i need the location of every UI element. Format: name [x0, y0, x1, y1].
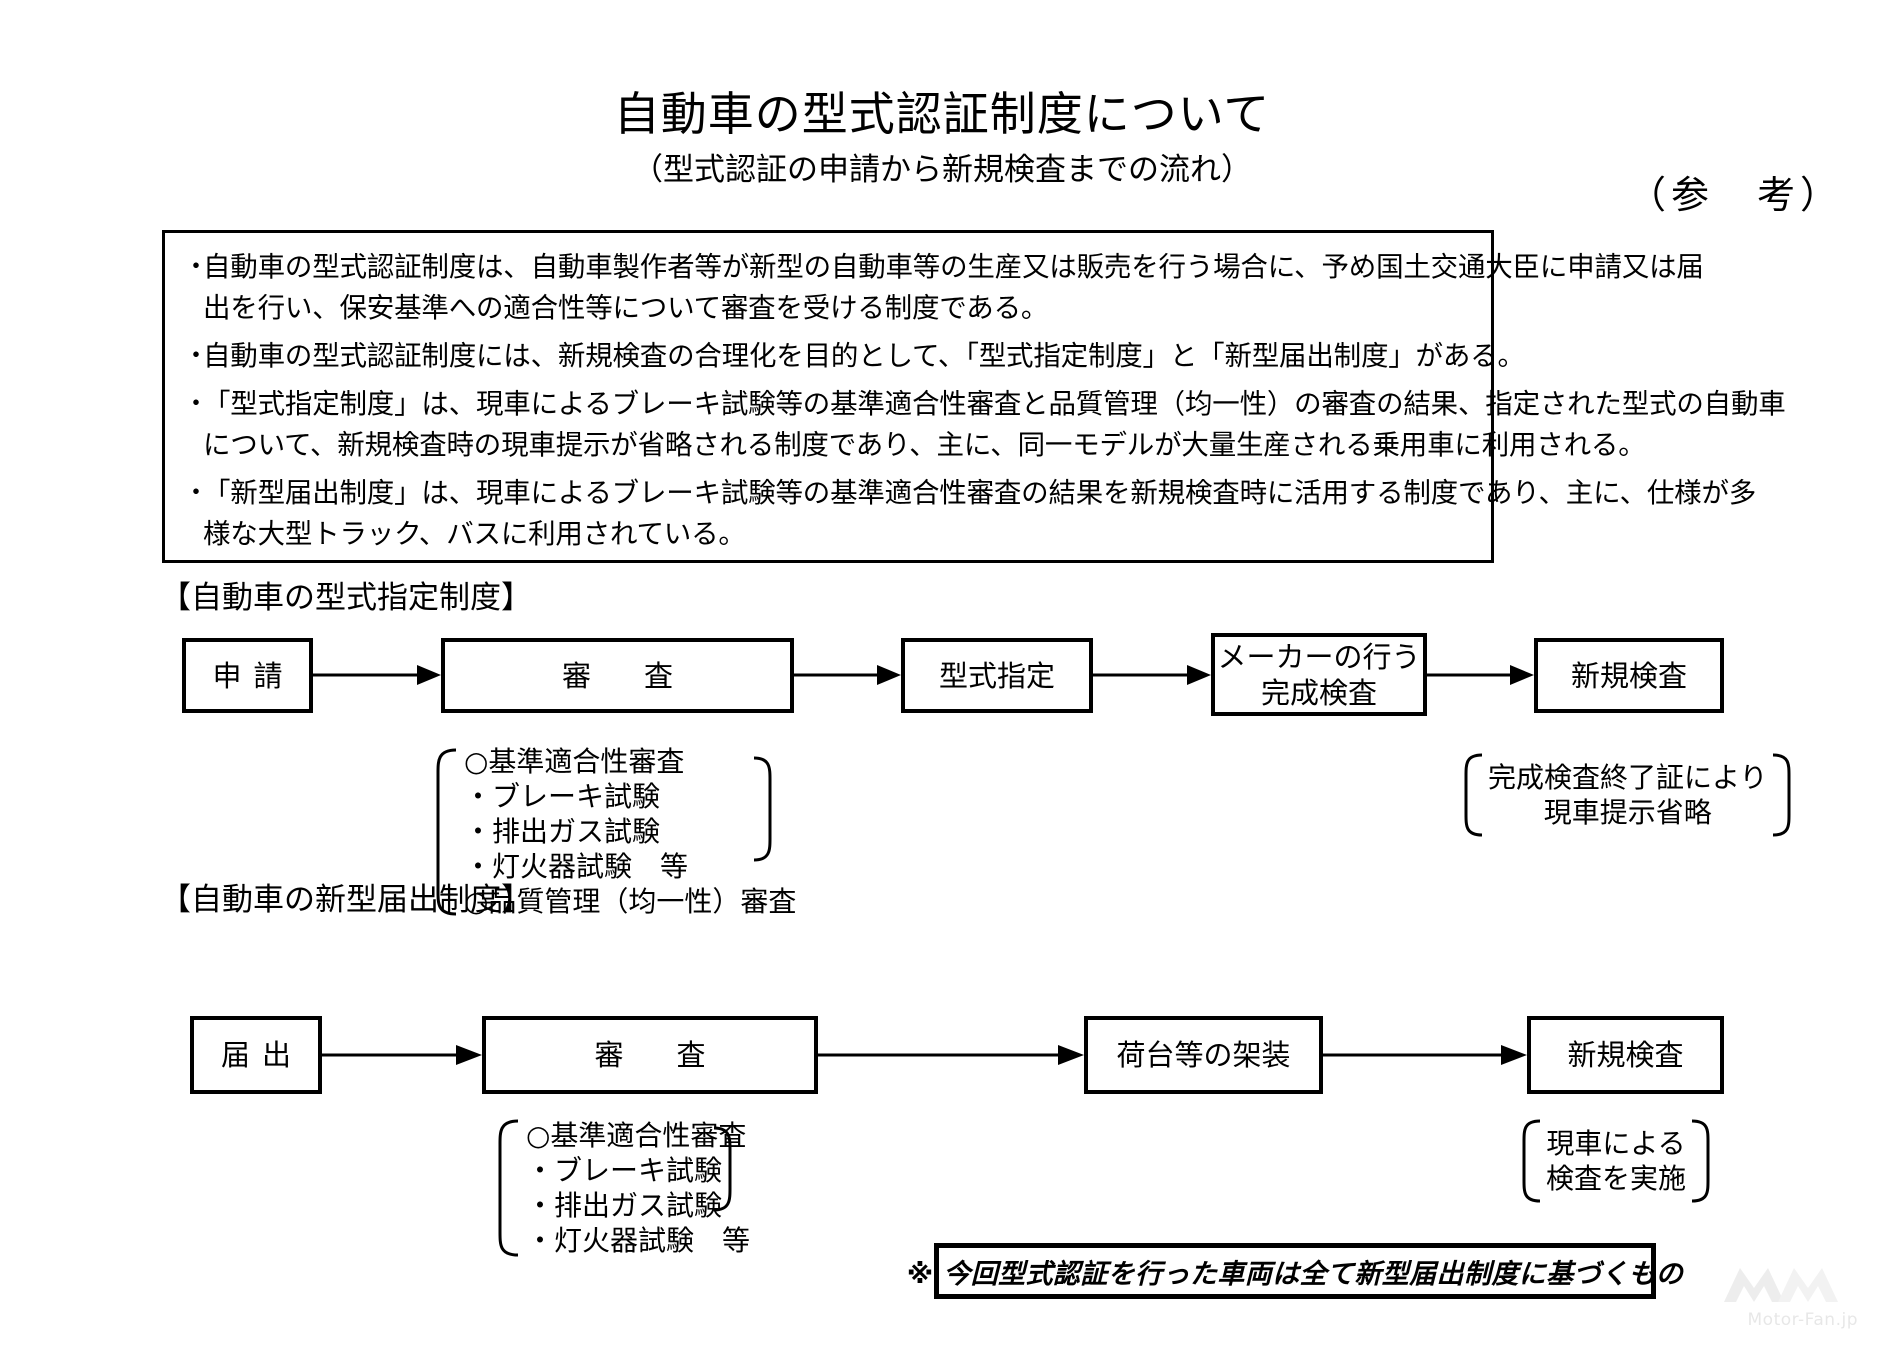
description-bullet: ・ 「新型届出制度」は、現車によるブレーキ試験等の基準適合性審査の結果を新規検査… — [183, 473, 1756, 555]
note-line: ○基準適合性審査 — [464, 745, 685, 778]
arrow-maker-to-registration — [1427, 664, 1534, 686]
note-line: ・ブレーキ試験 — [464, 780, 661, 813]
note-line: 現車による — [1546, 1127, 1686, 1160]
bottom-note-box: ※ 今回型式認証を行った車両は全て新型届出制度に基づくもの — [907, 1243, 1683, 1299]
note-line: 完成検査終了証により — [1488, 761, 1768, 794]
flow-box-maker-inspection: メーカーの行う 完成検査 — [1211, 633, 1427, 716]
description-bullet: ・ 「型式指定制度」は、現車によるブレーキ試験等の基準適合性審査と品質管理（均一… — [183, 384, 1786, 466]
note-line: ・排出ガス試験 — [526, 1189, 723, 1222]
watermark: Motor-Fan.jp — [1628, 1262, 1858, 1332]
flow-box-type-designation: 型式指定 — [901, 638, 1093, 713]
bullet-line: 「型式指定制度」は、現車によるブレーキ試験等の基準適合性審査と品質管理（均一性）… — [203, 388, 1786, 420]
arrow-notification-to-examination — [322, 1044, 482, 1066]
description-bullet: ・ 自動車の型式認証制度には、新規検査の合理化を目的として、「型式指定制度」と「… — [183, 336, 1525, 377]
page-header: 自動車の型式認証制度について （型式認証の申請から新規検査までの流れ） （参 考… — [0, 78, 1884, 217]
note-line: ・灯火器試験 等 — [526, 1224, 751, 1257]
bullet-text: 自動車の型式認証制度には、新規検査の合理化を目的として、「型式指定制度」と「新型… — [203, 336, 1525, 377]
examination-note-designation: ○基準適合性審査 ・ブレーキ試験 ・排出ガス試験 ・灯火器試験 等 ○品質管理（… — [424, 744, 796, 919]
note-line: ○品質管理（均一性）審査 — [464, 885, 797, 918]
bullet-marker-icon: ・ — [183, 389, 210, 419]
registration-note-notification: 現車による 検査を実施 — [1516, 1118, 1716, 1204]
bullet-line: 「新型届出制度」は、現車によるブレーキ試験等の基準適合性審査の結果を新規検査時に… — [203, 477, 1757, 509]
bullet-marker-icon: ・ — [183, 341, 210, 371]
arrow-examination-to-body-mounting — [818, 1044, 1084, 1066]
bullet-text: 「新型届出制度」は、現車によるブレーキ試験等の基準適合性審査の結果を新規検査時に… — [203, 473, 1756, 555]
note-line: 現車提示省略 — [1543, 796, 1712, 829]
flow-box-examination-designation: 審 査 — [441, 638, 794, 713]
section-heading-designation: 【自動車の型式指定制度】 — [160, 580, 532, 616]
flow-box-new-registration-notification: 新規検査 — [1527, 1016, 1724, 1094]
examination-note-notification: ○基準適合性審査 ・ブレーキ試験 ・排出ガス試験 ・灯火器試験 等 — [486, 1118, 750, 1258]
bullet-line: 出を行い、保安基準への適合性等について審査を受ける制度である。 — [203, 292, 1049, 324]
examination-note-text: ○基準適合性審査 ・ブレーキ試験 ・排出ガス試験 ・灯火器試験 等 — [526, 1118, 750, 1258]
description-bullet: ・ 自動車の型式認証制度は、自動車製作者等が新型の自動車等の生産又は販売を行う場… — [183, 247, 1704, 329]
section-heading-notification: 【自動車の新型届出制度】 — [160, 882, 532, 918]
arrow-apply-to-examination — [313, 664, 441, 686]
note-line: 検査を実施 — [1546, 1162, 1687, 1195]
bullet-marker-icon: ・ — [183, 478, 210, 508]
registration-note-text: 現車による 検査を実施 — [1546, 1126, 1686, 1196]
page-subtitle: （型式認証の申請から新規検査までの流れ） — [632, 152, 1252, 188]
arrow-designation-to-maker — [1093, 664, 1211, 686]
examination-note-text: ○基準適合性審査 ・ブレーキ試験 ・排出ガス試験 ・灯火器試験 等 ○品質管理（… — [464, 744, 796, 919]
flow-box-body-mounting: 荷台等の架装 — [1084, 1016, 1323, 1094]
note-line: ・ブレーキ試験 — [526, 1154, 723, 1187]
bullet-line: 様な大型トラック、バスに利用されている。 — [203, 518, 746, 550]
maker-inspection-line-1: メーカーの行う — [1217, 639, 1421, 674]
page-title: 自動車の型式認証制度について — [613, 87, 1271, 141]
watermark-label: Motor-Fan.jp — [1747, 1310, 1858, 1330]
flow-box-notification: 届出 — [190, 1016, 322, 1094]
registration-note-text: 完成検査終了証により 現車提示省略 — [1488, 760, 1767, 830]
mf-logo-icon — [1724, 1268, 1838, 1302]
bullet-line: 自動車の型式認証制度は、自動車製作者等が新型の自動車等の生産又は販売を行う場合に… — [203, 251, 1704, 283]
bullet-line: について、新規検査時の現車提示が省略される制度であり、主に、同一モデルが大量生産… — [203, 429, 1646, 461]
note-line: ○基準適合性審査 — [526, 1119, 747, 1152]
flow-box-examination-notification: 審 査 — [482, 1016, 818, 1094]
registration-note-designation: 完成検査終了証により 現車提示省略 — [1458, 752, 1797, 838]
bullet-line: 自動車の型式認証制度には、新規検査の合理化を目的として、「型式指定制度」と「新型… — [203, 340, 1525, 372]
bullet-text: 「型式指定制度」は、現車によるブレーキ試験等の基準適合性審査と品質管理（均一性）… — [203, 384, 1786, 466]
bullet-text: 自動車の型式認証制度は、自動車製作者等が新型の自動車等の生産又は販売を行う場合に… — [203, 247, 1704, 329]
arrow-examination-to-designation — [794, 664, 901, 686]
bullet-marker-icon: ・ — [183, 252, 210, 282]
maker-inspection-line-2: 完成検査 — [1260, 675, 1377, 710]
note-line: ・排出ガス試験 — [464, 815, 661, 848]
flow-box-new-registration-designation: 新規検査 — [1534, 638, 1724, 713]
note-line: ・灯火器試験 等 — [464, 850, 689, 883]
reference-tag: （参 考） — [1628, 173, 1844, 217]
description-box: ・ 自動車の型式認証制度は、自動車製作者等が新型の自動車等の生産又は販売を行う場… — [162, 230, 1786, 563]
flow-box-apply: 申請 — [182, 638, 313, 713]
arrow-body-mounting-to-registration — [1323, 1044, 1527, 1066]
